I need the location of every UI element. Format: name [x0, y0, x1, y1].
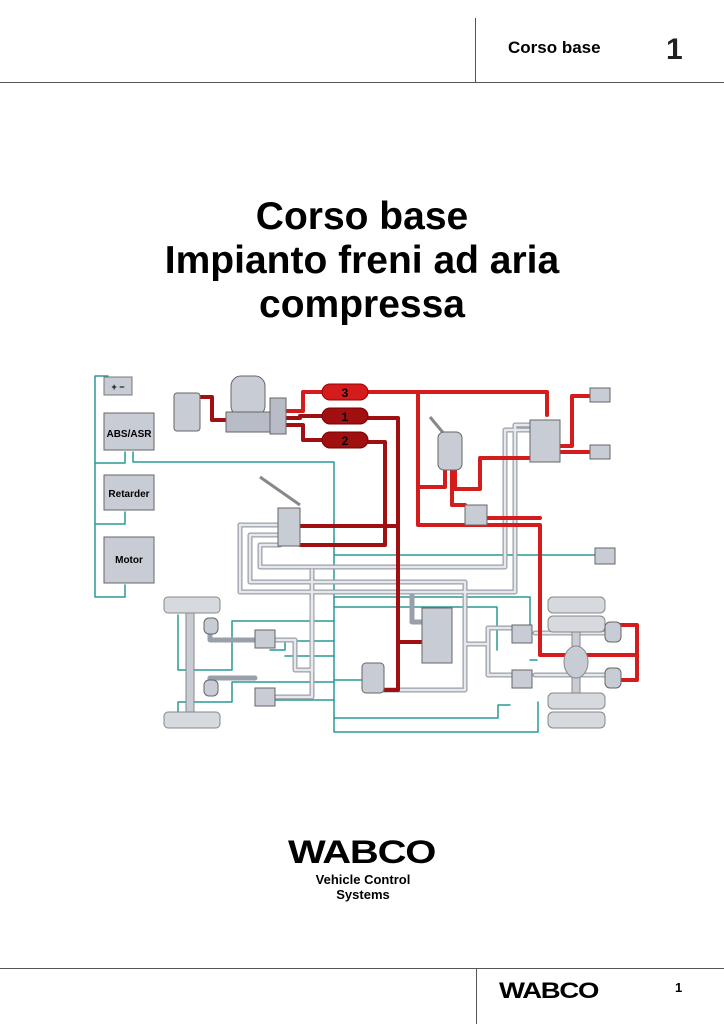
header-rule — [0, 82, 724, 83]
ecu-abs-asr: ABS/ASR — [103, 412, 155, 451]
air-tank-2: 2 — [321, 431, 369, 449]
title-line: Corso base — [255, 195, 469, 238]
chapter-number: 1 — [666, 33, 683, 66]
brand-tagline: Vehicle Control Systems — [315, 872, 411, 902]
svg-text:3: 3 — [342, 386, 349, 400]
front-axle-module — [361, 662, 385, 694]
trailer-coupling-top — [589, 387, 611, 403]
header-divider — [475, 18, 476, 82]
trailer-control-valve — [529, 419, 561, 463]
retarder-lever — [594, 547, 616, 565]
ecu-retarder: Retarder — [103, 474, 155, 511]
footer-rule — [0, 968, 724, 969]
title-line: compressa — [259, 283, 465, 326]
header-title: Corso base — [508, 38, 601, 57]
title-line: Impianto freni ad aria — [164, 239, 560, 282]
battery-icon: + − — [103, 376, 133, 396]
circuit-lines — [198, 395, 427, 692]
svg-text:Motor: Motor — [115, 555, 143, 566]
wabco-logo: WABCO — [288, 834, 436, 870]
svg-text:Retarder: Retarder — [108, 489, 149, 500]
rear-axle — [511, 596, 622, 729]
page-number: 1 — [675, 980, 683, 995]
trailer-coupling-bottom — [589, 444, 611, 460]
svg-text:+ −: + − — [111, 382, 124, 392]
load-sensing-valve — [421, 607, 453, 664]
air-dryer — [225, 375, 287, 435]
supply-lines — [284, 390, 639, 682]
svg-text:2: 2 — [342, 434, 349, 448]
air-tank-3: 3 — [321, 383, 369, 401]
svg-text:1: 1 — [342, 410, 349, 424]
compressor — [173, 392, 201, 432]
front-axle — [163, 596, 276, 729]
air-tank-1: 1 — [321, 407, 369, 425]
svg-text:ABS/ASR: ABS/ASR — [106, 429, 152, 440]
ecu-motor: Motor — [103, 536, 155, 584]
footer-divider — [476, 968, 477, 1024]
footer-wabco-logo: WABCO — [499, 978, 599, 1003]
relay-valve — [464, 504, 488, 526]
brake-pedal-valve — [259, 475, 301, 547]
hand-brake-valve — [428, 416, 463, 471]
page-title: Corso base Impianto freni ad aria compre… — [0, 195, 724, 327]
